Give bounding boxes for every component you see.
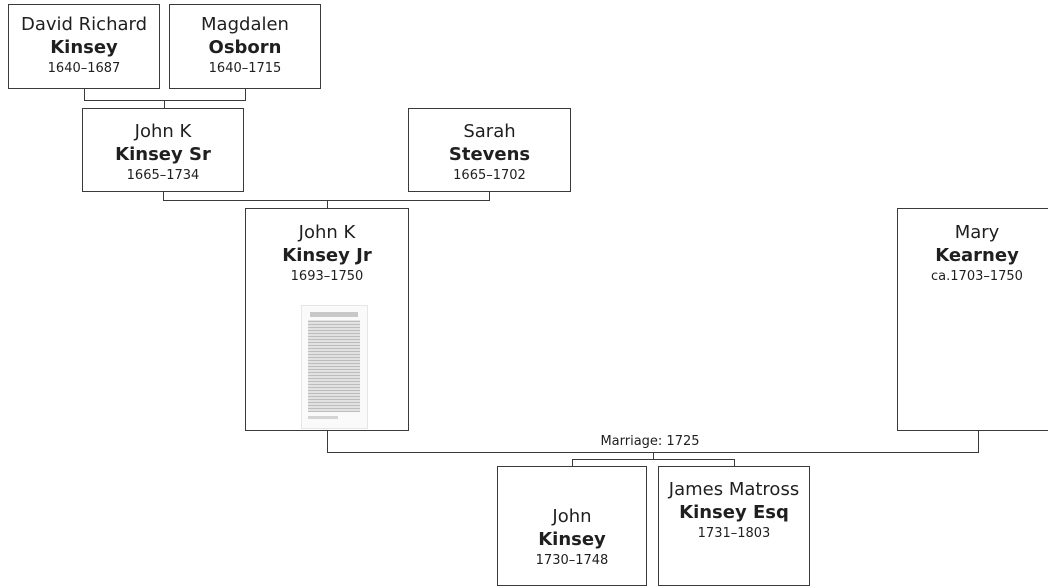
life-dates: 1665–1734: [126, 168, 200, 183]
person-card-david-kinsey[interactable]: David Richard Kinsey 1640–1687: [8, 4, 160, 89]
couple-connector-david-magdalen: [84, 89, 246, 101]
surname: Kearney: [935, 245, 1019, 266]
marriage-label: Marriage: 1725: [540, 434, 760, 449]
life-dates: 1640–1715: [208, 61, 282, 76]
given-name: John: [552, 506, 592, 527]
life-dates: 1693–1750: [290, 269, 364, 284]
surname: Kinsey Jr: [282, 245, 372, 266]
given-name: John K: [298, 222, 356, 243]
life-dates: 1730–1748: [535, 553, 609, 568]
life-dates: 1640–1687: [47, 61, 121, 76]
given-name: David Richard: [20, 14, 148, 35]
given-name: Sarah: [463, 121, 516, 142]
person-card-magdalen-osborn[interactable]: Magdalen Osborn 1640–1715: [169, 4, 321, 89]
surname: Kinsey Esq: [679, 502, 789, 523]
person-card-john-kinsey-sr[interactable]: John K Kinsey Sr 1665–1734: [82, 108, 244, 192]
given-name: John K: [134, 121, 192, 142]
sibling-connector: [572, 459, 735, 466]
person-card-james-kinsey-esq[interactable]: James Matross Kinsey Esq 1731–1803: [658, 466, 810, 586]
given-name: Mary: [954, 222, 1000, 243]
life-dates: ca.1703–1750: [931, 269, 1023, 284]
marriage-label-text: Marriage: 1725: [599, 434, 701, 449]
person-card-john-kinsey[interactable]: John Kinsey 1730–1748: [497, 466, 647, 586]
life-dates: 1731–1803: [697, 526, 771, 541]
surname: Kinsey Sr: [115, 144, 211, 165]
given-name: James Matross: [668, 479, 800, 500]
document-header: [310, 312, 358, 317]
person-card-mary-kearney[interactable]: Mary Kearney ca.1703–1750: [897, 208, 1048, 431]
document-text: [308, 320, 360, 412]
surname: Kinsey: [50, 37, 118, 58]
surname: Osborn: [208, 37, 282, 58]
person-card-sarah-stevens[interactable]: Sarah Stevens 1665–1702: [408, 108, 571, 192]
given-name: Magdalen: [201, 14, 289, 35]
couple-connector-john-sr-sarah: [163, 192, 490, 201]
person-card-john-kinsey-jr[interactable]: John K Kinsey Jr 1693–1750: [245, 208, 409, 431]
document-thumbnail[interactable]: [301, 305, 368, 429]
life-dates: 1665–1702: [453, 168, 526, 183]
surname: Kinsey: [538, 529, 606, 550]
document-footer: [308, 416, 338, 419]
surname: Stevens: [448, 144, 531, 165]
